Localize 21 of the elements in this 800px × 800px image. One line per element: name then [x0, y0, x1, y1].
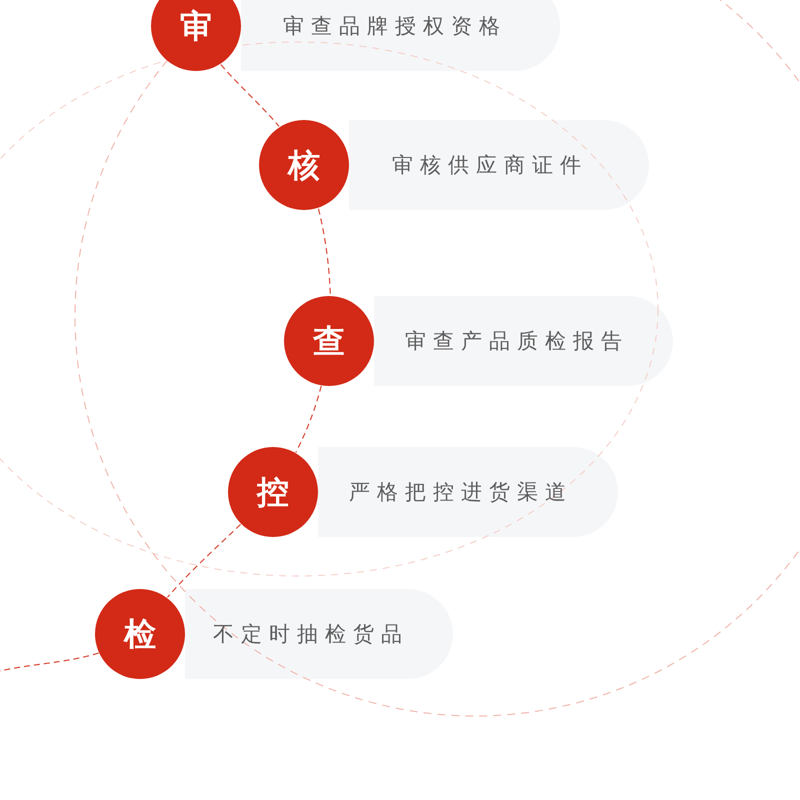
- step-pill: [185, 589, 453, 679]
- step-pill: [318, 447, 618, 537]
- dashed-connector: [166, 524, 241, 598]
- dashed-connector: [295, 386, 322, 453]
- step-description: 审核供应商证件: [392, 152, 588, 179]
- step-initial: 检: [124, 618, 156, 650]
- step-pill: [374, 296, 673, 386]
- step-description: 严格把控进货渠道: [349, 479, 573, 506]
- step-pill: [349, 120, 649, 210]
- step-initial: 控: [257, 476, 289, 508]
- step-circle: [151, 0, 241, 71]
- step-description: 审查品牌授权资格: [283, 13, 507, 40]
- step-initial: 审: [180, 10, 212, 42]
- step-initial: 核: [288, 149, 320, 181]
- dashed-connector: [318, 208, 331, 296]
- step-pill: [241, 0, 560, 71]
- step-initial: 查: [313, 325, 345, 357]
- step-description: 不定时抽检货品: [213, 621, 409, 648]
- dashed-connector: [0, 652, 99, 672]
- dashed-connector: [220, 64, 280, 127]
- step-description: 审查产品质检报告: [405, 328, 629, 355]
